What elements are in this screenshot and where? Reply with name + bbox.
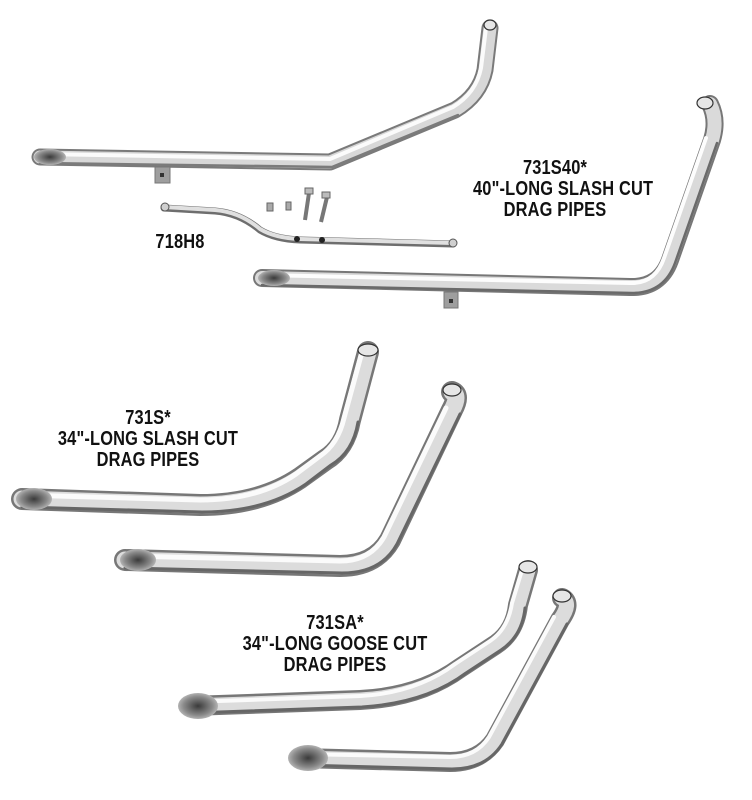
goose-cut-tip bbox=[288, 745, 328, 771]
part-number: 731S40* bbox=[522, 157, 588, 179]
product-label-731s40: 731S40* 40"-LONG SLASH CUT DRAG PIPES bbox=[473, 157, 654, 221]
pipe-731s-rear bbox=[114, 381, 467, 577]
part-number: 718H8 bbox=[155, 231, 205, 253]
product-label-718h8: 718H8 bbox=[135, 232, 225, 253]
slash-cut-tip bbox=[120, 549, 156, 571]
slash-cut-tip bbox=[16, 488, 52, 510]
description-line: 40"-LONG SLASH CUT bbox=[473, 178, 654, 200]
description-line: DRAG PIPES bbox=[503, 199, 607, 221]
pipe-731sa-front bbox=[178, 560, 538, 719]
pipe-731s40-left bbox=[31, 19, 499, 184]
description-line: 34"-LONG GOOSE CUT bbox=[242, 633, 428, 655]
part-number: 731S* bbox=[125, 407, 171, 429]
pipe-flange bbox=[483, 19, 497, 31]
description-line: 34"-LONG SLASH CUT bbox=[57, 428, 239, 450]
product-label-731s: 731S* 34"-LONG SLASH CUT DRAG PIPES bbox=[50, 408, 247, 471]
mounting-bracket-718h8 bbox=[160, 187, 458, 248]
description-line: DRAG PIPES bbox=[283, 654, 387, 676]
goose-cut-tip bbox=[178, 693, 218, 719]
product-label-731sa: 731SA* 34"-LONG GOOSE CUT DRAG PIPES bbox=[233, 613, 438, 676]
description-line: DRAG PIPES bbox=[96, 449, 200, 471]
bolt-hardware bbox=[266, 187, 331, 223]
pipe-731s40-right bbox=[253, 95, 724, 309]
slash-cut-tip bbox=[258, 270, 290, 286]
part-number: 731SA* bbox=[306, 612, 364, 634]
slash-cut-tip bbox=[34, 149, 66, 165]
pipe-731s-front bbox=[11, 341, 379, 516]
pipe-731sa-rear bbox=[288, 588, 577, 772]
